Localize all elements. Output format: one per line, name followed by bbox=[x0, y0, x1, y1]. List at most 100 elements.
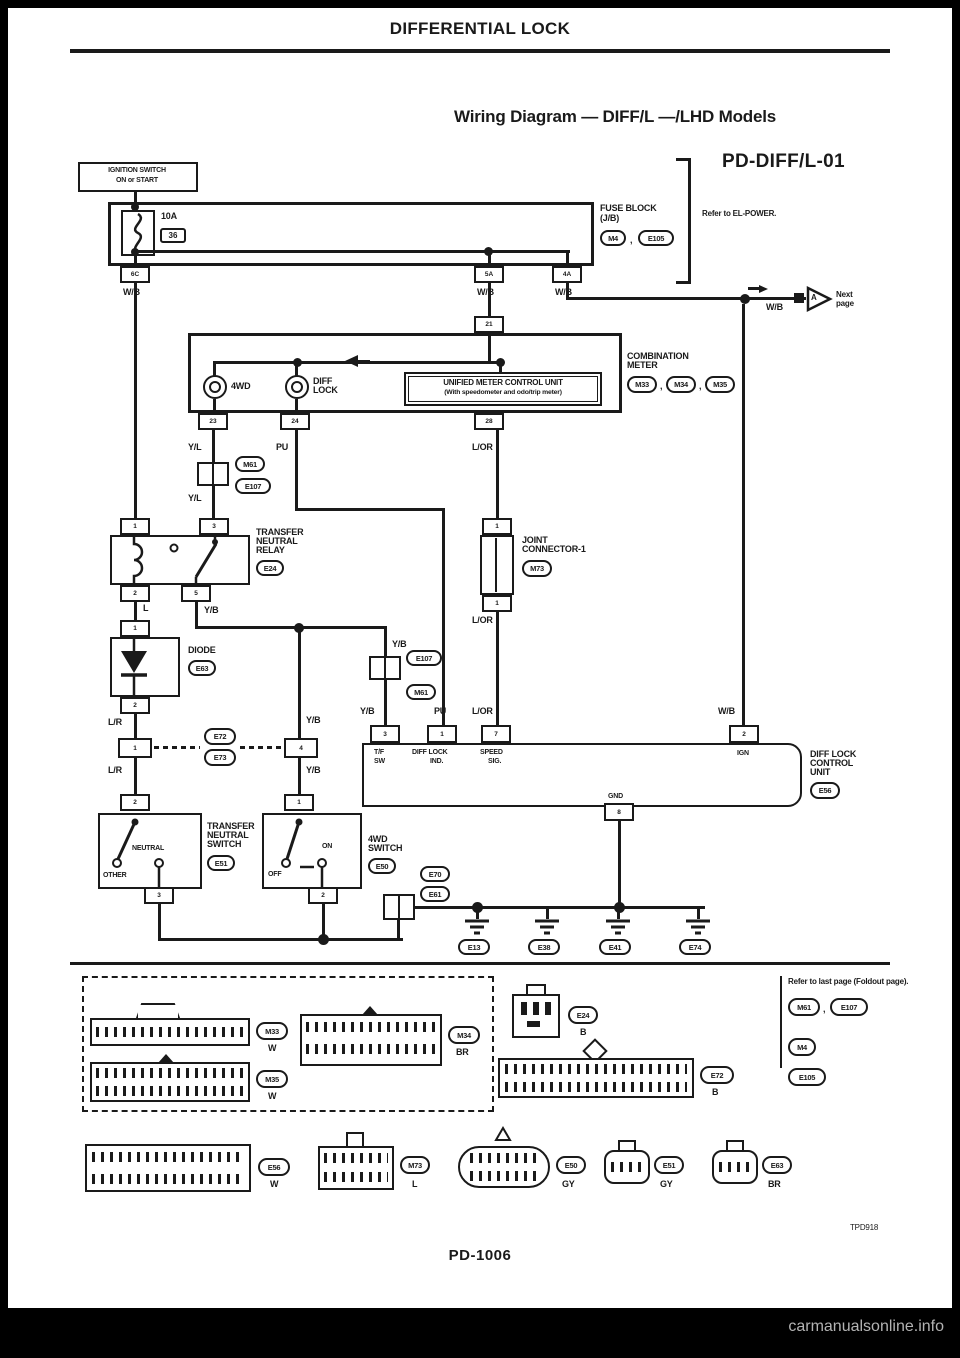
wire-color-label: Y/L bbox=[188, 442, 202, 452]
watermark: carmanualsonline.info bbox=[788, 1318, 944, 1335]
connector-face-code: E50 bbox=[556, 1156, 586, 1174]
wire bbox=[697, 909, 700, 919]
connector-color: BR bbox=[456, 1047, 469, 1057]
junction-dot bbox=[293, 358, 302, 367]
wire-color-label: W/B bbox=[718, 706, 735, 716]
meter-terminal-lamp2: 24 bbox=[280, 413, 310, 430]
switch-connector: 2 bbox=[308, 887, 338, 904]
fuse-block-bus bbox=[134, 250, 570, 253]
connector-face-code: M34 bbox=[448, 1026, 480, 1044]
connector-face-code: M73 bbox=[400, 1156, 430, 1174]
connector-tab bbox=[346, 1132, 364, 1146]
unit-label-tfsw-2: SW bbox=[374, 758, 385, 765]
relay-terminal: 5 bbox=[181, 585, 211, 602]
junction-dot bbox=[472, 902, 483, 913]
switch-position-on: ON bbox=[322, 843, 333, 850]
relay-coil-icon bbox=[132, 537, 218, 583]
unit-name-3: UNIT bbox=[810, 767, 831, 777]
relay-terminal: 1 bbox=[120, 518, 150, 535]
fuse-block-terminal-4a: 4A bbox=[552, 266, 582, 283]
unit-terminal-ind: 1 bbox=[427, 725, 457, 743]
wire bbox=[496, 430, 499, 518]
reference-divider bbox=[780, 976, 782, 1068]
connector-color: GY bbox=[562, 1179, 575, 1189]
wire bbox=[618, 821, 621, 908]
connector-face-code: E72 bbox=[700, 1066, 734, 1084]
wire-color-label: Y/B bbox=[392, 639, 407, 649]
wire bbox=[748, 297, 806, 300]
figure-code: TPD918 bbox=[850, 1223, 879, 1232]
connector-code: M34 bbox=[666, 376, 696, 393]
joint-connector-name-1: JOINT bbox=[522, 535, 548, 545]
bracket-line bbox=[688, 158, 691, 284]
connector-pins bbox=[92, 1152, 244, 1162]
connector-code: E107 bbox=[406, 650, 442, 666]
connector-code: E105 bbox=[788, 1068, 826, 1086]
4wd-switch-name-2: SWITCH bbox=[368, 843, 403, 853]
relay-name-3: RELAY bbox=[256, 545, 285, 555]
lamp-label-lock: LOCK bbox=[313, 385, 338, 395]
fuse-block-name-1: FUSE BLOCK bbox=[600, 203, 657, 213]
connector-slot bbox=[545, 1002, 551, 1015]
connector-code: M4 bbox=[600, 230, 626, 246]
unified-meter-label-1: UNIFIED METER CONTROL UNIT bbox=[443, 378, 563, 387]
arrow-left-icon bbox=[357, 359, 370, 362]
wire bbox=[134, 602, 137, 620]
connector-pins bbox=[306, 1044, 436, 1054]
unit-terminal-tfsw: 3 bbox=[370, 725, 400, 743]
connector-tab bbox=[136, 1003, 180, 1018]
unit-label-ind-2: IND. bbox=[430, 758, 444, 765]
unit-terminal-ign: 2 bbox=[729, 725, 759, 743]
connector-slot bbox=[527, 1021, 540, 1027]
diode-name: DIODE bbox=[188, 645, 216, 655]
page-link-square bbox=[794, 293, 804, 303]
wire bbox=[476, 909, 479, 919]
relay-terminal: 3 bbox=[199, 518, 229, 535]
unit-label-gnd: GND bbox=[608, 793, 623, 800]
meter-bus bbox=[213, 361, 503, 364]
separator-comma: , bbox=[823, 1004, 826, 1014]
unified-meter-box-inner bbox=[408, 376, 598, 402]
switch-connector: 1 bbox=[284, 794, 314, 811]
wire bbox=[488, 283, 491, 316]
connector-tab bbox=[726, 1140, 744, 1150]
relay-terminal: 2 bbox=[120, 585, 150, 602]
arrow-right-icon bbox=[748, 287, 759, 290]
wire-color-label: W/B bbox=[766, 302, 783, 312]
ground-icon bbox=[686, 919, 710, 935]
switch-connector: 2 bbox=[120, 794, 150, 811]
unit-label-ign: IGN bbox=[737, 750, 749, 757]
section-header: DIFFERENTIAL LOCK bbox=[389, 19, 571, 38]
connector-color: GY bbox=[660, 1179, 673, 1189]
tns-name-2: NEUTRAL bbox=[207, 830, 249, 840]
switch-position-off: OFF bbox=[268, 871, 282, 878]
page-title: Wiring Diagram — DIFF/L —/LHD Models bbox=[454, 107, 776, 126]
wire bbox=[546, 909, 549, 919]
diff-lock-indicator-lamp-icon bbox=[291, 381, 303, 393]
unit-name-1: DIFF LOCK bbox=[810, 749, 857, 759]
junction-dot bbox=[294, 623, 304, 633]
harness-connector: 4 bbox=[284, 738, 318, 758]
fuse-block-terminal-6c: 6C bbox=[120, 266, 150, 283]
connector-code: E107 bbox=[830, 998, 868, 1016]
wire bbox=[499, 361, 502, 372]
wire-color-label: Y/B bbox=[204, 605, 219, 615]
wire bbox=[212, 430, 215, 462]
connector-face-code: M33 bbox=[256, 1022, 288, 1040]
switch-position-other: OTHER bbox=[103, 872, 127, 879]
relay-name-1: TRANSFER bbox=[256, 527, 304, 537]
wire-color-label: Y/L bbox=[188, 493, 202, 503]
ignition-switch-label-2: ON or START bbox=[115, 177, 158, 184]
inline-connector-divider bbox=[398, 896, 400, 918]
dashed-link bbox=[154, 746, 200, 749]
diode-terminal: 1 bbox=[120, 620, 150, 637]
fuse-icon bbox=[133, 212, 143, 254]
fuse-block-name-2: (J/B) bbox=[600, 213, 619, 223]
separator-comma: , bbox=[660, 381, 663, 391]
connector-pins bbox=[611, 1162, 643, 1172]
combination-meter-name-1: COMBINATION bbox=[627, 351, 689, 361]
unit-label-speed-1: SPEED bbox=[480, 749, 503, 756]
connector-triangle-marker bbox=[494, 1126, 512, 1141]
lamp-label-4wd: 4WD bbox=[231, 381, 251, 391]
